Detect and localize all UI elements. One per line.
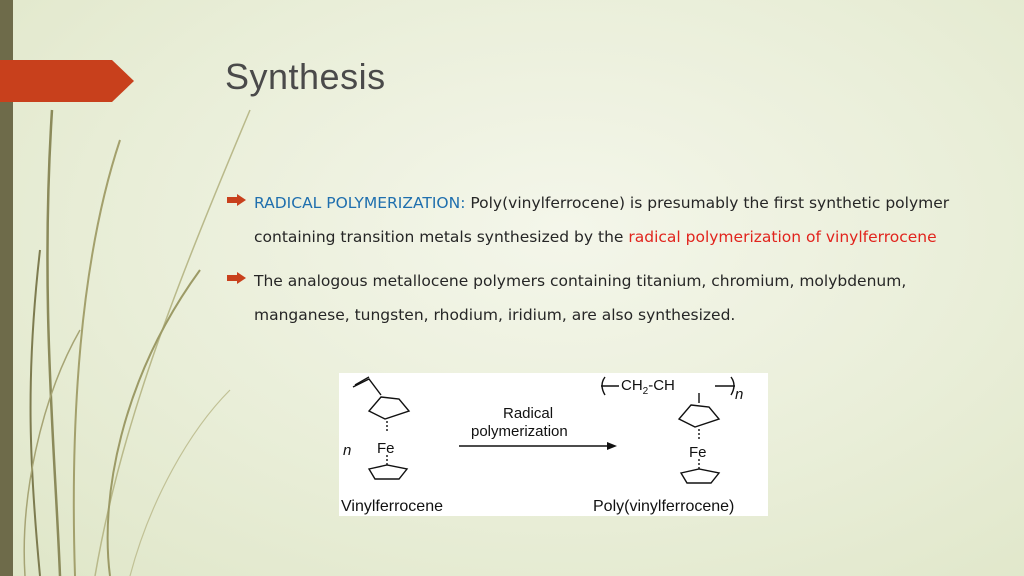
bullet-item: The analogous metallocene polymers conta…: [226, 264, 966, 332]
reaction-arrowhead: [607, 442, 617, 450]
repeat-unit: CH2-CH: [621, 377, 675, 397]
arrow-label-radical: Radical: [503, 405, 553, 422]
fe-left-label: Fe: [377, 440, 395, 457]
bullet-lead: RADICAL POLYMERIZATION:: [254, 194, 466, 212]
bullet-item: RADICAL POLYMERIZATION: Poly(vinylferroc…: [226, 186, 966, 254]
monomer-name: Vinylferrocene: [341, 498, 443, 515]
polyvinylferrocene-structure: [601, 376, 735, 484]
bullet-highlight: radical polymerization of vinylferrocene: [628, 228, 937, 246]
bullet-body: Poly(vinylferrocene) is presumably the f…: [254, 194, 950, 246]
arrow-label-polymerization: polymerization: [471, 423, 568, 440]
bullet-arrow-icon: [227, 272, 246, 284]
repeat-n-label: n: [735, 386, 743, 403]
grass-decoration: [23, 109, 251, 576]
slide-title: Synthesis: [225, 56, 386, 97]
n-label: n: [343, 442, 351, 459]
bullet-list: RADICAL POLYMERIZATION: Poly(vinylferroc…: [226, 186, 966, 342]
reaction-diagram: Fe n Radical polymerization CH2-CH n Fe …: [341, 376, 743, 515]
polymer-name: Poly(vinylferrocene): [593, 498, 734, 515]
fe-right-label: Fe: [689, 444, 707, 461]
side-bar: [0, 0, 13, 576]
bullet-text: The analogous metallocene polymers conta…: [254, 272, 907, 324]
title-arrow-icon: [0, 60, 134, 102]
bullet-text: RADICAL POLYMERIZATION: Poly(vinylferroc…: [248, 186, 966, 254]
vinylferrocene-structure: [352, 376, 411, 480]
bullet-arrow-icon: [227, 194, 246, 206]
reaction-figure: Fe n Radical polymerization CH2-CH n Fe …: [339, 373, 768, 516]
